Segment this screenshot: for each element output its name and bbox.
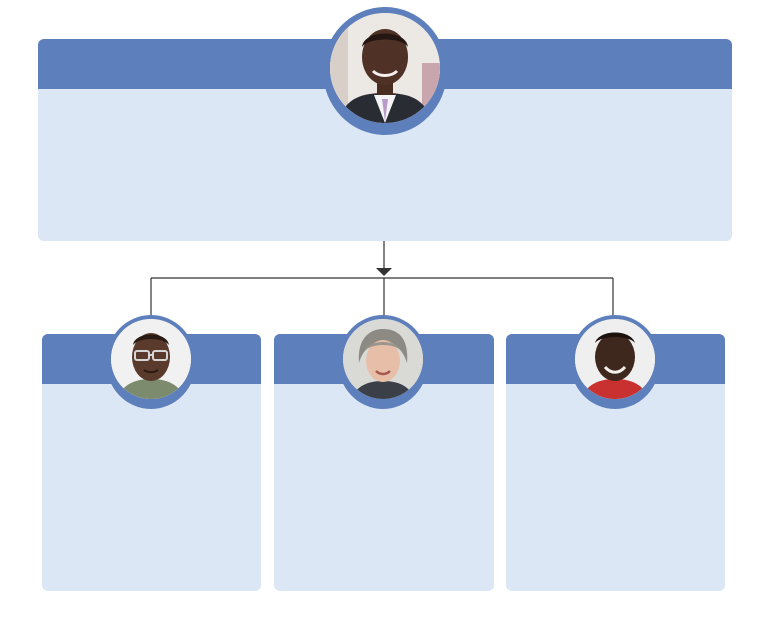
child-card-1-body <box>42 384 261 591</box>
person-portrait-icon <box>575 319 655 399</box>
child-2-avatar <box>338 315 428 409</box>
person-portrait-icon <box>330 13 440 123</box>
child-1-avatar <box>106 315 196 409</box>
child-card-3-body <box>506 384 725 591</box>
root-avatar <box>323 7 447 135</box>
person-portrait-icon <box>111 319 191 399</box>
person-portrait-icon <box>343 319 423 399</box>
child-3-avatar <box>570 315 660 409</box>
child-card-2-body <box>274 384 494 591</box>
arrow-down-icon <box>376 268 392 276</box>
